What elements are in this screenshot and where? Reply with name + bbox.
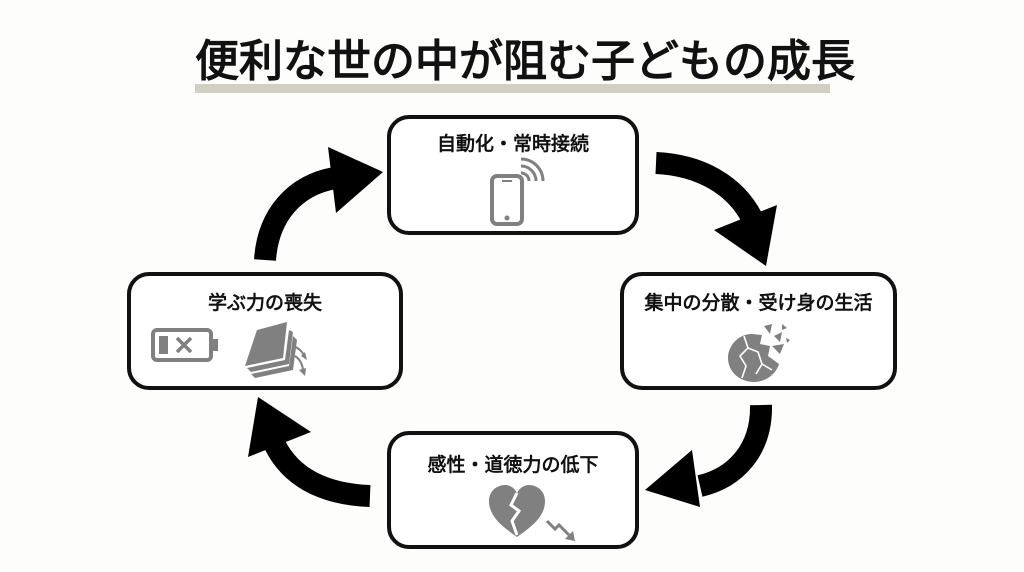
diagram-title: 便利な世の中が阻む子どもの成長 xyxy=(195,36,855,87)
cycle-node-distraction: 集中の分散・受け身の生活 xyxy=(620,272,897,390)
downtrend-arrow-icon xyxy=(545,519,575,541)
title-block: 便利な世の中が阻む子どもの成長 xyxy=(195,34,855,94)
cycle-node-moral-decline: 感性・道徳力の低下 xyxy=(387,431,639,549)
node-label: 自動化・常時接続 xyxy=(436,133,589,155)
cycle-node-learning-loss: 学ぶ力の喪失 xyxy=(127,272,403,390)
arrow-right-to-bottom xyxy=(645,404,773,507)
shattered-sphere-icon xyxy=(728,324,790,382)
title-underline-bar xyxy=(195,84,830,93)
arrow-bottom-to-left xyxy=(248,397,371,507)
smartphone-wifi-icon xyxy=(490,157,545,226)
broken-heart-icon xyxy=(489,485,545,537)
empty-battery-icon xyxy=(151,328,218,362)
node-label: 感性・道徳力の低下 xyxy=(427,454,599,476)
falling-book-icon xyxy=(245,322,307,378)
node-label: 集中の分散・受け身の生活 xyxy=(644,292,873,314)
node-label: 学ぶ力の喪失 xyxy=(207,292,322,314)
arrow-top-to-right xyxy=(655,152,777,266)
arrow-left-to-top xyxy=(254,147,383,262)
cycle-node-automation: 自動化・常時接続 xyxy=(387,115,639,235)
